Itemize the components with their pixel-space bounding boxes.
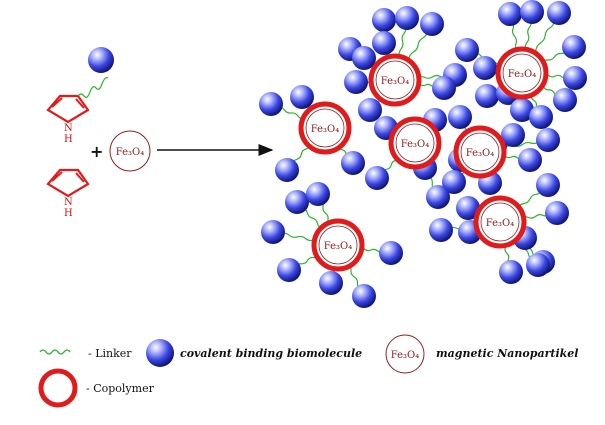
biomolecule-sphere [563, 66, 587, 90]
biomolecule-sphere [379, 241, 403, 265]
fe3o4-core [502, 53, 542, 93]
biomolecule-sphere [448, 105, 472, 129]
biomolecule-sphere [352, 284, 376, 308]
biomolecule-sphere [88, 47, 114, 73]
biomolecule-sphere [426, 185, 450, 209]
biomolecule-sphere [520, 0, 544, 24]
fe3o4-core [460, 132, 500, 172]
legend-copolymer-swatch [38, 368, 78, 408]
biomolecule-sphere [547, 1, 571, 25]
fe3o4-core [305, 108, 345, 148]
legend-linker-label: - Linker [88, 347, 132, 360]
biomolecule-sphere [526, 253, 550, 277]
fe3o4-label: Fe₃O₄ [324, 241, 353, 252]
biomolecule-sphere [499, 260, 523, 284]
biomolecule-sphere [498, 2, 522, 26]
fe3o4-label: Fe₃O₄ [486, 218, 515, 229]
copolymer-ring-group: Fe₃O₄ Fe₃O₄ Fe₃O₄ Fe₃O₄ Fe₃O₄ Fe₃O₄ Fe₃O₄ [298, 46, 549, 272]
pyrrole-n-label: N [64, 123, 73, 134]
pyrrole-n-label: N [64, 197, 73, 208]
biomolecule-sphere [259, 92, 283, 116]
fe3o4-core [318, 225, 358, 265]
plus-sign: + [90, 142, 103, 161]
fe3o4-label: Fe₃O₄ [466, 148, 495, 159]
copolymer-coated-nanoparticle: Fe₃O₄ [473, 195, 527, 249]
copolymer-ring [388, 116, 442, 170]
biomolecule-sphere [365, 166, 389, 190]
fe3o4-nanoparticle-reactant: Fe₃O₄ [109, 130, 151, 172]
biomolecule-sphere [545, 201, 569, 225]
biomolecule-sphere [442, 170, 466, 194]
biomolecule-sphere [529, 105, 553, 129]
biomolecule-sphere [455, 38, 479, 62]
copolymer-ring [311, 218, 365, 272]
biomolecule-sphere [553, 88, 577, 112]
legend-copolymer-label: - Copolymer [86, 382, 155, 395]
copolymer-coated-nanoparticle: Fe₃O₄ [368, 53, 422, 107]
biomolecule-sphere [372, 8, 396, 32]
biomolecule-sphere [319, 271, 343, 295]
biomolecule-sphere [290, 85, 314, 109]
copolymer-coated-nanoparticle: Fe₃O₄ [388, 116, 442, 170]
copolymer-ring [473, 195, 527, 249]
biomolecule-sphere [277, 258, 301, 282]
fe3o4-label: Fe₃O₄ [311, 124, 340, 135]
fe3o4-core [395, 123, 435, 163]
biomolecule-sphere [456, 196, 480, 220]
fe3o4-label: Fe₃O₄ [508, 69, 537, 80]
copolymer-ring [368, 53, 422, 107]
fe3o4-label: Fe₃O₄ [381, 76, 410, 87]
biomolecule-sphere [518, 148, 542, 172]
legend-linker-swatch [39, 349, 71, 355]
biomolecule-sphere [473, 56, 497, 80]
biomolecule-sphere [285, 190, 309, 214]
copolymer-coated-nanoparticle: Fe₃O₄ [311, 218, 365, 272]
biomolecule-sphere [358, 98, 382, 122]
copolymer-cluster: Fe₃O₄ Fe₃O₄ Fe₃O₄ Fe₃O₄ Fe₃O₄ Fe₃O₄ Fe₃O₄ [259, 0, 587, 308]
fe3o4-core [480, 202, 520, 242]
biomolecule-sphere [344, 70, 368, 94]
copolymer-coated-nanoparticle: Fe₃O₄ [453, 125, 507, 179]
legend-nanoparticle-label: magnetic Nanopartikel [436, 347, 578, 360]
biomolecule-sphere [352, 46, 376, 70]
biomolecule-sphere [306, 182, 330, 206]
biomolecule-sphere [420, 12, 444, 36]
copolymer-ring [298, 101, 352, 155]
biomolecule-sphere [275, 158, 299, 182]
pyrrole-h-label: H [64, 134, 73, 145]
biomolecule-sphere [261, 220, 285, 244]
biomolecule-sphere [510, 98, 534, 122]
biomolecule-sphere [501, 123, 525, 147]
pyrrole-monomer-with-linker: N H [46, 47, 114, 145]
biomolecule-sphere [395, 6, 419, 30]
biomolecule-sphere [429, 218, 453, 242]
biomolecule-sphere [562, 35, 586, 59]
biomolecule-sphere [432, 76, 456, 100]
biomolecule-sphere [341, 151, 365, 175]
biomolecule-sphere [372, 31, 396, 55]
legend-biomolecule-swatch [146, 339, 174, 367]
copolymer-ring [453, 125, 507, 179]
pyrrole-h-label: H [64, 208, 73, 219]
copolymer-coated-nanoparticle: Fe₃O₄ [298, 101, 352, 155]
fe3o4-label: Fe₃O₄ [401, 139, 430, 150]
legend-nanoparticle-symbol: Fe₃O₄ [391, 350, 420, 361]
fe3o4-core [375, 60, 415, 100]
copolymer-ring [495, 46, 549, 100]
legend-biomolecule-label: covalent binding biomolecule [180, 347, 362, 360]
legend-nanoparticle-swatch [385, 334, 425, 374]
fe3o4-label: Fe₃O₄ [116, 147, 145, 158]
pyrrole-monomer: N H [46, 168, 90, 219]
copolymer-coated-nanoparticle: Fe₃O₄ [495, 46, 549, 100]
biomolecule-sphere [536, 128, 560, 152]
legend: - Linker covalent binding biomolecule Fe… [38, 334, 578, 408]
biomolecule-sphere [475, 84, 499, 108]
biomolecule-sphere [536, 173, 560, 197]
